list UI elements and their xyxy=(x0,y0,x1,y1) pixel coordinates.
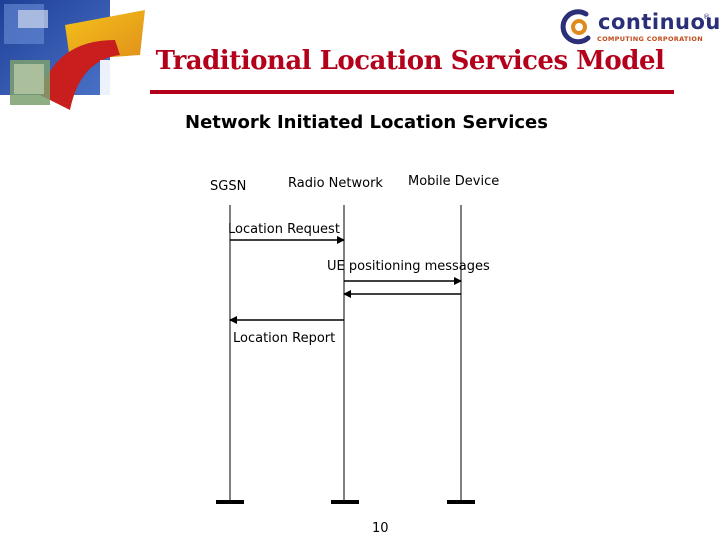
logo-tagline: COMPUTING CORPORATION xyxy=(597,35,703,43)
logo-registered-mark: ® xyxy=(703,13,710,21)
lifeline-label-radio-network: Radio Network xyxy=(288,176,383,191)
lifeline-end-mobile-device xyxy=(447,500,475,504)
lifeline-label-sgsn: SGSN xyxy=(210,179,247,194)
slide-title: Traditional Location Services Model xyxy=(155,46,665,76)
lifeline-end-sgsn xyxy=(216,500,244,504)
corner-decoration xyxy=(0,0,150,120)
message-label-location-report: Location Report xyxy=(233,331,336,346)
continuous-logo-icon xyxy=(560,9,591,45)
lifeline-end-radio-network xyxy=(331,500,359,504)
message-label-ue-positioning: UE positioning messages xyxy=(327,259,490,274)
page-number: 10 xyxy=(372,521,389,536)
message-label-location-request: Location Request xyxy=(228,222,340,237)
logo-wordmark: continuous xyxy=(598,10,720,34)
slide-subtitle: Network Initiated Location Services xyxy=(185,112,548,133)
title-underline xyxy=(150,90,674,94)
lifeline-label-mobile-device: Mobile Device xyxy=(408,174,500,189)
